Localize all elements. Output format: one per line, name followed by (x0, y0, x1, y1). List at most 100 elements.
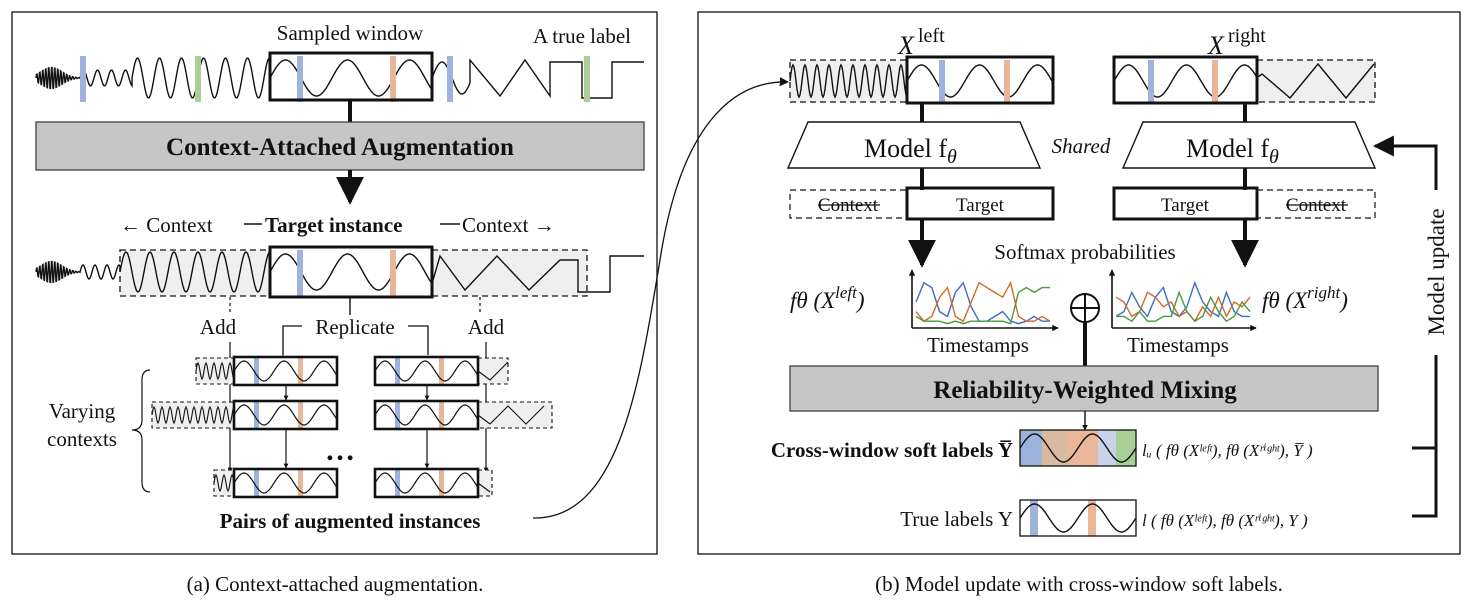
context-right-box (477, 357, 509, 385)
pairs-label: Pairs of augmented instances (220, 509, 481, 533)
signal-wave (477, 361, 509, 381)
signal-wave (477, 405, 545, 425)
loss-u-formula: lᵤ ( fθ (Xˡᵉᶠᵗ), fθ (Xʳⁱᵍʰᵗ), Y̅ ) (1142, 441, 1313, 460)
blue-label-mark (1148, 60, 1154, 102)
soft-label-strip (1019, 429, 1137, 467)
blue-label-mark (447, 56, 453, 102)
true-label-box (1019, 499, 1137, 537)
target-left-box (905, 186, 1055, 221)
augmented-instances (151, 355, 553, 499)
input-windows (789, 55, 1376, 105)
signal-wave (35, 250, 644, 293)
x-right-sup: right (1228, 25, 1266, 47)
target-right: Target (1161, 195, 1210, 216)
caption-a: (a) Context-attached augmentation. (187, 572, 484, 596)
rwm-box-label: Reliability-Weighted Mixing (933, 377, 1237, 404)
soft-blue (1020, 430, 1042, 466)
sampled-window-label: Sampled window (277, 21, 424, 45)
blue-label-mark (297, 250, 303, 296)
add-right-label: Add (468, 315, 505, 339)
contexts-label: contexts (47, 427, 117, 451)
signal-wave (213, 473, 235, 493)
signal-wave (233, 360, 338, 382)
brace (131, 369, 151, 493)
caption-b: (b) Model update with cross-window soft … (875, 572, 1283, 596)
signal-wave (374, 404, 479, 426)
signal-wave (1019, 503, 1137, 533)
blue-label-mark (1030, 500, 1038, 536)
signal-wave (233, 404, 338, 426)
signal-wave (1019, 433, 1137, 463)
context-right-label: Context → (462, 213, 555, 237)
replicate-bracket (282, 325, 429, 355)
blue-label-mark (297, 56, 303, 102)
target-right-box (1112, 186, 1259, 221)
x-left-sup: left (918, 25, 945, 47)
loss-formula: l ( fθ (Xˡᵉᶠᵗ), fθ (Xʳⁱᵍʰᵗ), Y ) (1142, 511, 1308, 530)
signal-wave (151, 405, 235, 425)
context-right-box (431, 249, 588, 297)
varying-label: Varying (49, 399, 116, 423)
true-label-text: A true label (533, 24, 631, 48)
context-left-label: ← Context (120, 213, 213, 237)
cta-box (35, 121, 645, 171)
orange-label-mark (1212, 60, 1218, 102)
shared-label: Shared (1052, 134, 1111, 158)
target-instance-label: Target instance (265, 213, 402, 237)
rwm-box (789, 365, 1379, 412)
orange-label-mark (390, 56, 396, 102)
timestamps-left: Timestamps (927, 333, 1029, 357)
blue-label-mark (254, 358, 259, 384)
x-left-box (905, 55, 1055, 105)
orange-label-mark (298, 358, 303, 384)
blue-label-mark (80, 56, 86, 102)
signal-wave (374, 360, 479, 382)
label-backdrop (1422, 190, 1450, 355)
target-instance-box (268, 245, 434, 299)
target-left: Target (956, 195, 1005, 216)
original-signal (35, 51, 644, 102)
soft-mix (1042, 430, 1068, 466)
true-labels-label: True labels Y (900, 507, 1013, 531)
context-attached-signal (35, 245, 644, 299)
green-label-mark (584, 56, 590, 102)
signal-wave (233, 472, 338, 494)
model-left-label: Model fθ (864, 134, 957, 168)
blue-label-mark (395, 470, 400, 496)
x-right-box (1112, 55, 1259, 105)
green-label-mark (195, 56, 201, 102)
soft-orange (1068, 430, 1098, 466)
model-right (1121, 121, 1377, 169)
blue-label-mark (254, 402, 259, 428)
context-right-struck-box (1256, 189, 1376, 219)
model-update-label: Model update (1424, 208, 1449, 335)
blue-label-mark (939, 60, 945, 102)
signal-wave (1113, 62, 1375, 100)
signal-wave (477, 482, 491, 493)
add-left-label: Add (200, 315, 237, 339)
instance-box (373, 467, 480, 499)
probability-series (1116, 290, 1251, 323)
true-label-strip (1019, 499, 1137, 537)
probability-series (915, 286, 1050, 325)
x-left-base: X (897, 31, 915, 60)
curved-arrow (532, 77, 789, 519)
probability-series (915, 280, 1051, 323)
x-right-base: X (1207, 31, 1225, 60)
orange-label-mark (439, 470, 444, 496)
signal-wave (35, 57, 644, 99)
soft-green (1116, 430, 1136, 466)
probability-series (1115, 280, 1250, 318)
replicate-label: Replicate (315, 315, 394, 339)
panel-b-frame (697, 11, 1461, 555)
instance-box (232, 467, 339, 499)
cta-box-label: Context-Attached Augmentation (166, 134, 514, 161)
orange-label-mark (390, 250, 396, 296)
softmax-label: Softmax probabilities (994, 240, 1175, 264)
probability-plots (908, 269, 1257, 332)
blue-label-mark (395, 402, 400, 428)
blue-label-mark (395, 358, 400, 384)
panel-a-frame (11, 11, 658, 555)
